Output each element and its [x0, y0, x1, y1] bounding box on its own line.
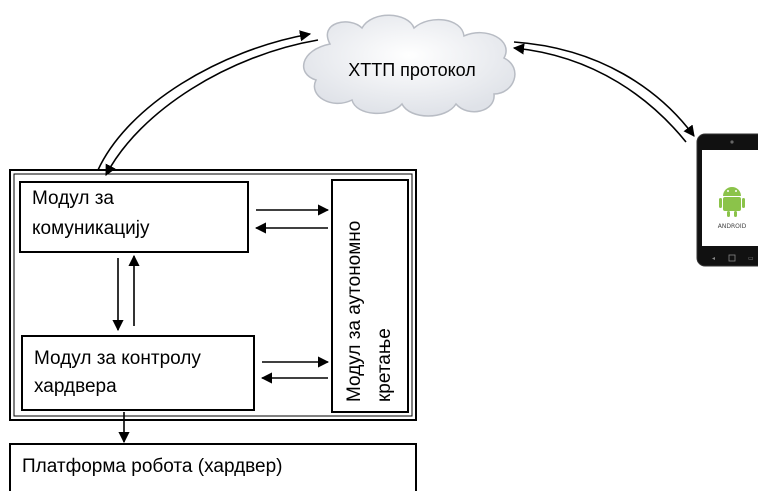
cloud-label: ХТТП протокол — [348, 60, 476, 80]
robot-platform: Платформа робота (хардвер) — [9, 443, 417, 491]
android-logo-icon — [719, 187, 745, 217]
android-phone: ANDROID ◂ ▭ — [696, 133, 758, 267]
robot-software-frame — [9, 169, 417, 421]
autonomous-module-label-line1: Модул за аутономно — [344, 221, 365, 402]
hardware-control-module: Модул за контролу хардвера — [21, 335, 255, 411]
hardware-control-module-label-line2: хардвера — [34, 376, 117, 397]
arrows-communication-hardware — [112, 254, 140, 332]
autonomous-module-label-line2: кретање — [374, 328, 395, 402]
android-wordmark: ANDROID — [718, 223, 747, 230]
autonomous-module: Модул за аутономно кретање — [331, 179, 409, 413]
http-cloud: ХТТП протокол — [302, 14, 516, 117]
home-button-icon — [728, 254, 736, 262]
arrows-communication-autonomous — [254, 204, 330, 234]
communication-module-label-line2: комуникацију — [32, 218, 150, 239]
robot-software-frame-inner — [13, 173, 413, 417]
back-button-icon: ◂ — [712, 255, 715, 262]
hardware-control-module-label-line1: Модул за контролу — [34, 348, 201, 369]
arrow-cloud-to-phone — [512, 41, 695, 143]
communication-module: Модул за комуникацију — [19, 181, 249, 253]
menu-button-icon: ▭ — [748, 255, 754, 262]
arrows-hardware-autonomous — [260, 356, 330, 384]
arrow-cloud-to-communication — [97, 30, 319, 176]
robot-platform-label: Платформа робота (хардвер) — [22, 456, 283, 477]
communication-module-label-line1: Модул за — [32, 188, 114, 209]
